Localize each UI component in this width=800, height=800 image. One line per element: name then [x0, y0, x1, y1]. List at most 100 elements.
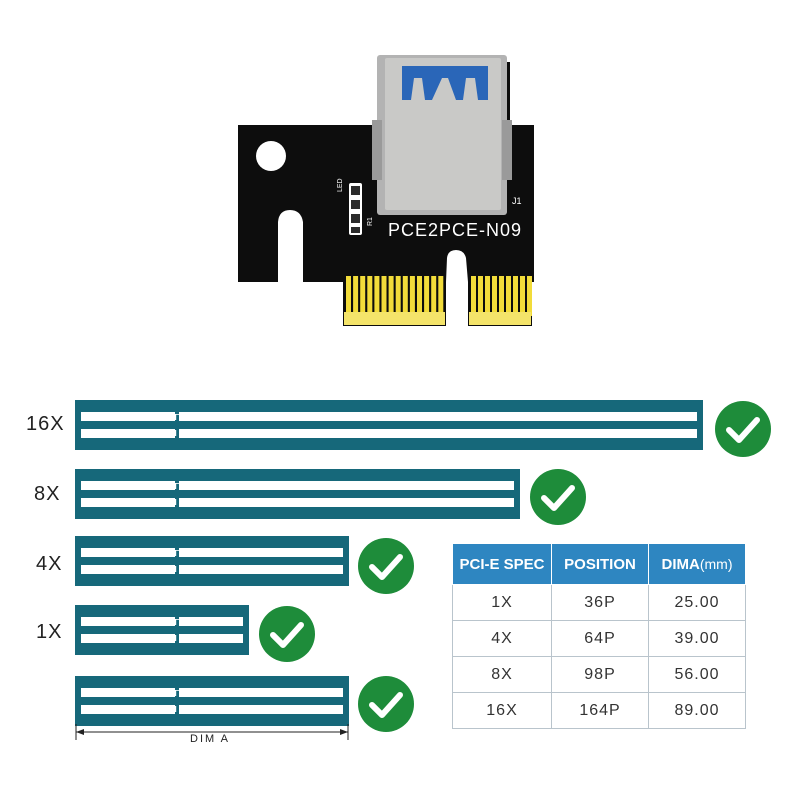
- pcie-slot-dim: [75, 676, 349, 726]
- slot-pin: [209, 566, 212, 572]
- slot-pin: [634, 414, 637, 420]
- slot-pin: [254, 550, 257, 556]
- slot-pin: [169, 414, 172, 420]
- slot-pin: [214, 619, 217, 625]
- slot-pin: [229, 430, 232, 436]
- slot-pin: [474, 499, 477, 505]
- slot-pin: [299, 690, 302, 696]
- slot-pin: [84, 550, 87, 556]
- slot-pin: [649, 430, 652, 436]
- slot-pin: [324, 690, 327, 696]
- slot-pin: [184, 619, 187, 625]
- pcie-slot-16x: [75, 400, 703, 450]
- slot-pin: [94, 635, 97, 641]
- slot-pin: [124, 483, 127, 489]
- slot-pin: [309, 566, 312, 572]
- slot-pin: [184, 550, 187, 556]
- slot-pin: [639, 414, 642, 420]
- slot-rail: [81, 697, 343, 705]
- slot-pin: [289, 483, 292, 489]
- slot-pin: [454, 414, 457, 420]
- slot-pin: [224, 414, 227, 420]
- slot-pin: [224, 550, 227, 556]
- slot-pin: [119, 619, 122, 625]
- slot-pin: [89, 499, 92, 505]
- cell-spec: 16X: [452, 692, 552, 729]
- slot-pin: [299, 483, 302, 489]
- slot-pin: [239, 550, 242, 556]
- slot-pin: [164, 635, 167, 641]
- slot-pin: [494, 483, 497, 489]
- slot-pin: [284, 566, 287, 572]
- slot-pin: [179, 635, 182, 641]
- slot-pin: [429, 430, 432, 436]
- slot-key: [175, 688, 179, 714]
- gold-pin: [431, 276, 437, 316]
- slot-pin: [294, 690, 297, 696]
- slot-pin: [109, 706, 112, 712]
- slot-pin: [189, 483, 192, 489]
- slot-pin: [244, 690, 247, 696]
- slot-pin: [209, 483, 212, 489]
- slot-pin: [679, 430, 682, 436]
- slot-pin: [389, 483, 392, 489]
- slot-label-16x: 16X: [26, 413, 65, 435]
- slot-pin: [124, 414, 127, 420]
- slot-pin: [124, 499, 127, 505]
- slot-pin: [154, 619, 157, 625]
- slot-pin: [654, 414, 657, 420]
- slot-pin: [349, 414, 352, 420]
- slot-pin: [124, 566, 127, 572]
- slot-pin: [229, 414, 232, 420]
- slot-pin: [469, 483, 472, 489]
- slot-pin: [444, 430, 447, 436]
- slot-pin: [209, 430, 212, 436]
- check-icon: [530, 469, 586, 525]
- header-dima-unit: (mm): [699, 555, 733, 572]
- slot-pin: [309, 483, 312, 489]
- slot-pin: [279, 566, 282, 572]
- check-icon: [259, 606, 315, 662]
- slot-pin: [284, 690, 287, 696]
- slot-pin: [104, 566, 107, 572]
- slot-pin: [154, 499, 157, 505]
- slot-pin: [344, 499, 347, 505]
- slot-pin: [604, 414, 607, 420]
- slot-pin: [364, 483, 367, 489]
- slot-pin: [509, 430, 512, 436]
- slot-pin: [134, 499, 137, 505]
- slot-pin: [124, 635, 127, 641]
- slot-pin: [364, 414, 367, 420]
- gold-pin: [478, 276, 483, 316]
- gold-pin: [346, 276, 351, 316]
- slot-pin: [219, 483, 222, 489]
- slot-pin: [204, 483, 207, 489]
- slot-pin: [174, 619, 177, 625]
- slot-pin: [234, 430, 237, 436]
- slot-pin: [339, 706, 342, 712]
- slot-pin: [94, 619, 97, 625]
- slot-pin: [579, 430, 582, 436]
- slot-pin: [194, 499, 197, 505]
- slot-pin: [359, 414, 362, 420]
- slot-pin: [109, 619, 112, 625]
- slot-pin: [374, 483, 377, 489]
- slot-pin: [399, 483, 402, 489]
- slot-pin: [259, 690, 262, 696]
- slot-pin: [519, 430, 522, 436]
- slot-pin: [149, 619, 152, 625]
- slot-edge: [81, 414, 697, 415]
- slot-pin: [234, 619, 237, 625]
- slot-pin: [469, 414, 472, 420]
- r1-label: R1: [367, 217, 374, 226]
- slot-pin: [174, 483, 177, 489]
- slot-pin: [489, 414, 492, 420]
- slot-pin: [194, 414, 197, 420]
- slot-pin: [414, 483, 417, 489]
- slot-pin: [439, 414, 442, 420]
- slot-pin: [384, 483, 387, 489]
- slot-pin: [294, 483, 297, 489]
- slot-pin: [189, 499, 192, 505]
- slot-pin: [174, 690, 177, 696]
- cell-position: 164P: [551, 692, 649, 729]
